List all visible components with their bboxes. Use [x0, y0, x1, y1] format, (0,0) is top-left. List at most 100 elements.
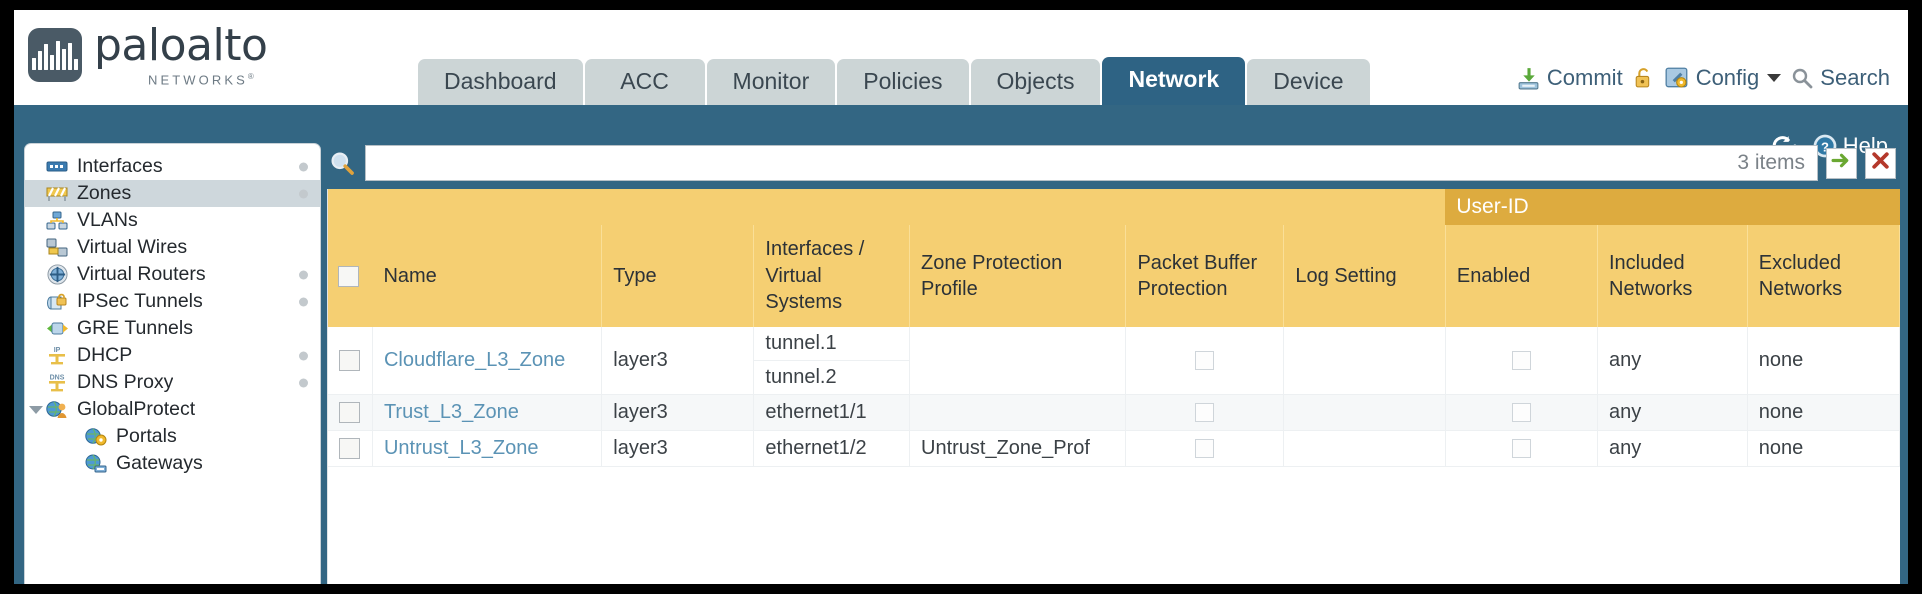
interface-entry: tunnel.2: [765, 366, 837, 388]
column-header-zone-protection-profile[interactable]: Zone Protection Profile: [909, 225, 1127, 327]
cell-packet-buffer-protection[interactable]: [1125, 327, 1285, 395]
virtual-wires-icon: [44, 238, 70, 258]
sidebar-item-label: IPSec Tunnels: [77, 290, 203, 312]
column-header-packet-buffer-protection[interactable]: Packet Buffer Protection: [1125, 225, 1285, 327]
config-label: Config: [1695, 65, 1760, 90]
cell-excluded-networks: none: [1747, 430, 1900, 467]
zone-name-link[interactable]: Cloudflare_L3_Zone: [383, 349, 566, 371]
cell-userid-enabled[interactable]: [1445, 327, 1599, 395]
cell-name[interactable]: Untrust_L3_Zone: [372, 430, 603, 467]
column-header-name[interactable]: Name: [372, 225, 603, 327]
cell-included-networks: any: [1597, 327, 1748, 395]
status-dot: [299, 270, 308, 279]
tab-dashboard[interactable]: Dashboard: [418, 58, 583, 105]
table-row[interactable]: Trust_L3_Zone layer3 ethernet1/1: [328, 394, 1900, 431]
sidebar-item-gre-tunnels[interactable]: GRE Tunnels: [25, 315, 320, 342]
column-header-enabled[interactable]: Enabled: [1445, 225, 1599, 327]
sidebar-item-zones[interactable]: Zones: [25, 180, 320, 207]
svg-text:DNS: DNS: [50, 375, 65, 382]
zones-main-content: 3 items: [327, 143, 1900, 584]
row-select-cell[interactable]: [328, 394, 373, 431]
zone-name-link[interactable]: Trust_L3_Zone: [383, 401, 519, 423]
expand-collapse-triangle-icon[interactable]: [29, 405, 43, 414]
zones-barrier-icon: [44, 184, 70, 204]
cell-interfaces: tunnel.1 tunnel.2: [753, 327, 910, 395]
sidebar-item-virtual-routers[interactable]: Virtual Routers: [25, 261, 320, 288]
search-label: Search: [1820, 65, 1890, 90]
table-row[interactable]: Untrust_L3_Zone layer3 ethernet1/2 Untru…: [328, 430, 1900, 467]
cell-log-setting: [1283, 327, 1446, 395]
main-navigation-tabs: Dashboard ACC Monitor Policies Objects N…: [418, 56, 1370, 105]
row-checkbox[interactable]: [339, 402, 360, 424]
column-header-type[interactable]: Type: [601, 225, 755, 327]
apply-filter-button[interactable]: [1826, 147, 1857, 179]
filter-bar: 3 items: [327, 143, 1900, 183]
cell-packet-buffer-protection[interactable]: [1125, 394, 1285, 431]
userid-enabled-checkbox[interactable]: [1511, 403, 1531, 423]
cell-packet-buffer-protection[interactable]: [1125, 430, 1285, 467]
sidebar-item-dhcp[interactable]: IP DHCP: [25, 342, 320, 369]
table-group-header-row: User-ID: [328, 189, 1900, 225]
config-wrench-icon: [1664, 65, 1690, 91]
userid-enabled-checkbox[interactable]: [1511, 351, 1531, 371]
tab-acc[interactable]: ACC: [584, 58, 705, 105]
dhcp-icon: IP: [44, 346, 70, 366]
packet-buffer-protection-checkbox[interactable]: [1195, 351, 1215, 371]
column-header-excluded-networks[interactable]: Excluded Networks: [1747, 225, 1900, 327]
clear-filter-button[interactable]: [1865, 147, 1896, 179]
sidebar-item-virtual-wires[interactable]: Virtual Wires: [25, 234, 320, 261]
sidebar-item-dns-proxy[interactable]: DNS DNS Proxy: [25, 369, 320, 396]
cell-name[interactable]: Cloudflare_L3_Zone: [372, 327, 603, 395]
sidebar-item-label: VLANs: [77, 209, 138, 231]
row-checkbox[interactable]: [339, 350, 360, 372]
search-magnifier-icon: [327, 150, 357, 177]
select-all-header[interactable]: [328, 225, 373, 327]
cell-name[interactable]: Trust_L3_Zone: [372, 394, 603, 431]
packet-buffer-protection-checkbox[interactable]: [1195, 403, 1215, 423]
svg-text:?: ?: [1821, 139, 1829, 154]
apply-filter-arrow-icon: [1831, 150, 1852, 176]
search-input-container[interactable]: 3 items: [365, 145, 1818, 181]
commit-button[interactable]: Commit: [1516, 65, 1623, 91]
tab-policies[interactable]: Policies: [837, 58, 969, 105]
search-input[interactable]: [378, 146, 1738, 180]
config-menu-button[interactable]: Config: [1664, 65, 1782, 91]
zone-name-link[interactable]: Untrust_L3_Zone: [383, 437, 539, 459]
chevron-down-icon[interactable]: [1767, 74, 1782, 82]
brand-logo[interactable]: paloalto NETWORKS®: [28, 24, 268, 86]
search-magnifier-icon: [1790, 66, 1814, 90]
cell-userid-enabled[interactable]: [1445, 430, 1599, 467]
sidebar-item-ipsec-tunnels[interactable]: IPSec Tunnels: [25, 288, 320, 315]
search-button[interactable]: Search: [1790, 65, 1890, 91]
sidebar-item-label: Virtual Wires: [77, 236, 188, 258]
sidebar-item-label: DHCP: [77, 344, 133, 366]
interfaces-icon: [44, 157, 70, 177]
sidebar-item-vlans[interactable]: VLANs: [25, 207, 320, 234]
sidebar-item-portals[interactable]: Portals: [25, 423, 320, 450]
tab-network[interactable]: Network: [1102, 56, 1246, 105]
ipsec-tunnels-icon: [44, 292, 70, 312]
row-select-cell[interactable]: [328, 327, 373, 395]
table-row[interactable]: Cloudflare_L3_Zone layer3 tunnel.1 tunne…: [328, 327, 1900, 395]
column-header-log-setting[interactable]: Log Setting: [1283, 225, 1446, 327]
tab-device[interactable]: Device: [1247, 58, 1370, 105]
packet-buffer-protection-checkbox[interactable]: [1195, 439, 1215, 459]
tab-objects[interactable]: Objects: [970, 58, 1101, 105]
userid-enabled-checkbox[interactable]: [1511, 439, 1531, 459]
row-checkbox[interactable]: [339, 438, 360, 460]
tab-monitor[interactable]: Monitor: [706, 58, 836, 105]
row-select-cell[interactable]: [328, 430, 373, 467]
column-header-interfaces[interactable]: Interfaces / Virtual Systems: [753, 225, 910, 327]
sidebar-item-globalprotect[interactable]: GlobalProtect: [25, 396, 320, 423]
cell-userid-enabled[interactable]: [1445, 394, 1599, 431]
virtual-routers-icon: [44, 264, 70, 285]
cell-excluded-networks: none: [1747, 327, 1900, 395]
column-header-included-networks[interactable]: Included Networks: [1597, 225, 1748, 327]
select-all-checkbox[interactable]: [338, 266, 359, 288]
cell-type: layer3: [601, 327, 755, 395]
lock-button[interactable]: [1632, 66, 1655, 91]
sidebar-item-gateways[interactable]: Gateways: [25, 450, 320, 477]
cell-zone-protection-profile: [909, 327, 1127, 395]
sidebar-item-interfaces[interactable]: Interfaces: [25, 153, 320, 180]
cell-type: layer3: [601, 430, 755, 467]
